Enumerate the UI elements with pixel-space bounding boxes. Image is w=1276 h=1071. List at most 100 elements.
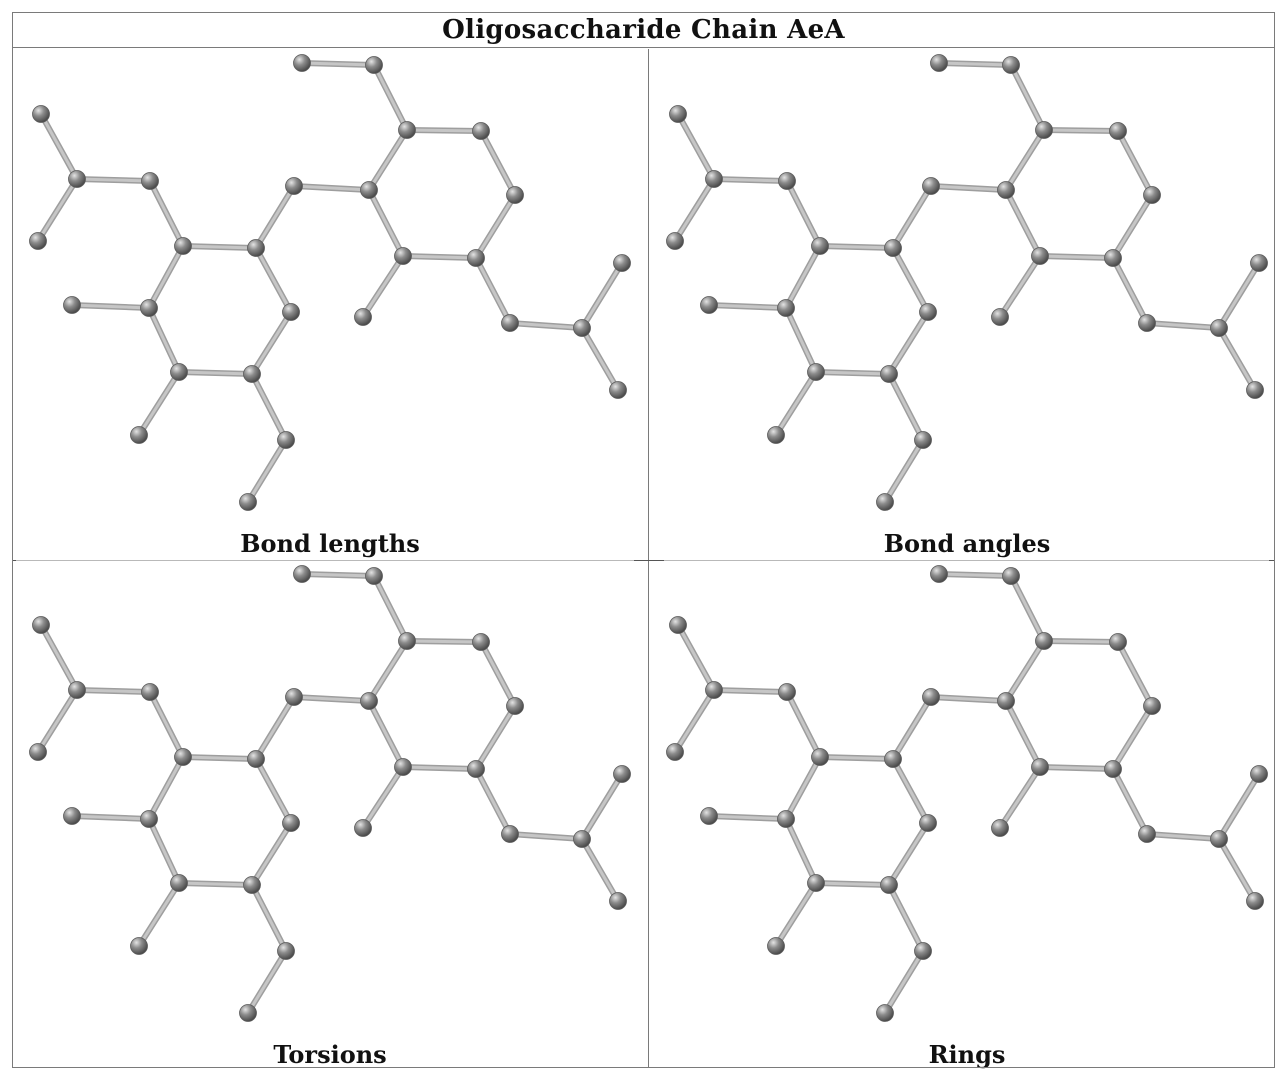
molecule-diagram <box>29 565 631 1022</box>
bond <box>35 687 80 755</box>
atom <box>140 810 158 828</box>
atom <box>63 807 81 825</box>
bond <box>253 756 294 826</box>
atom <box>919 303 937 321</box>
atom <box>354 308 372 326</box>
atom <box>68 170 86 188</box>
atom <box>914 431 932 449</box>
bond <box>249 882 289 954</box>
bond <box>473 703 518 772</box>
bond <box>890 756 931 826</box>
bond <box>928 694 1009 704</box>
bond <box>1003 127 1047 193</box>
atom <box>573 830 591 848</box>
bond <box>672 687 717 755</box>
bond <box>366 698 406 770</box>
bond <box>69 813 152 822</box>
bond <box>882 948 926 1016</box>
bond <box>299 60 377 68</box>
bond <box>136 880 182 949</box>
atom <box>609 892 627 910</box>
bond <box>817 243 896 251</box>
atom <box>360 692 378 710</box>
atom <box>811 237 829 255</box>
atom <box>29 232 47 250</box>
panel-caption: Bond lengths <box>240 528 420 558</box>
atom <box>777 810 795 828</box>
atom <box>807 874 825 892</box>
bond <box>38 622 80 693</box>
bond <box>404 638 484 645</box>
atom <box>1210 319 1228 337</box>
bond <box>249 309 294 377</box>
atom <box>1035 121 1053 139</box>
atom <box>170 363 188 381</box>
atom <box>174 237 192 255</box>
atom <box>669 616 687 634</box>
bond <box>366 127 410 193</box>
atom <box>922 688 940 706</box>
atom <box>777 299 795 317</box>
atom <box>609 381 627 399</box>
atom <box>282 814 300 832</box>
atom <box>778 683 796 701</box>
atom <box>1104 249 1122 267</box>
atom <box>991 308 1009 326</box>
atom <box>1210 830 1228 848</box>
atom <box>141 172 159 190</box>
atom <box>130 426 148 444</box>
atom <box>997 692 1015 710</box>
atom <box>666 743 684 761</box>
bond <box>176 369 255 377</box>
bond <box>813 880 892 888</box>
atom <box>398 632 416 650</box>
bond <box>1115 639 1155 709</box>
bond <box>291 694 372 704</box>
bond <box>773 369 819 438</box>
bond <box>478 639 518 709</box>
atom <box>467 249 485 267</box>
bond <box>291 183 372 193</box>
panel-bond-angles: Bond angles <box>649 49 1276 560</box>
atom <box>930 565 948 583</box>
atom <box>68 681 86 699</box>
bond <box>579 325 621 393</box>
bond <box>400 253 479 261</box>
atom <box>700 296 718 314</box>
atom <box>884 239 902 257</box>
bond <box>360 764 406 831</box>
bond <box>473 192 518 261</box>
atom <box>247 750 265 768</box>
atom <box>876 1004 894 1022</box>
atom <box>243 365 261 383</box>
bond <box>886 371 926 443</box>
atom <box>1246 892 1264 910</box>
bond <box>146 816 182 886</box>
bond <box>1115 128 1155 198</box>
bond <box>245 437 289 505</box>
atom <box>394 247 412 265</box>
atom <box>767 426 785 444</box>
atom <box>778 172 796 190</box>
atom <box>1138 314 1156 332</box>
bond <box>783 243 823 311</box>
bond <box>675 622 717 693</box>
bond <box>147 178 186 249</box>
title-row: Oligosaccharide Chain AeA <box>12 12 1275 48</box>
atom <box>141 683 159 701</box>
bond <box>579 260 625 331</box>
atom <box>1002 567 1020 585</box>
atom <box>997 181 1015 199</box>
atom <box>1143 186 1161 204</box>
row-divider-tick <box>634 560 664 561</box>
atom <box>140 299 158 317</box>
atom <box>880 365 898 383</box>
molecule-diagram <box>666 565 1268 1022</box>
atom <box>1138 825 1156 843</box>
atom <box>398 121 416 139</box>
bond <box>706 813 789 822</box>
bond <box>1037 764 1116 772</box>
bond <box>1037 253 1116 261</box>
atom <box>360 181 378 199</box>
bond <box>136 369 182 438</box>
